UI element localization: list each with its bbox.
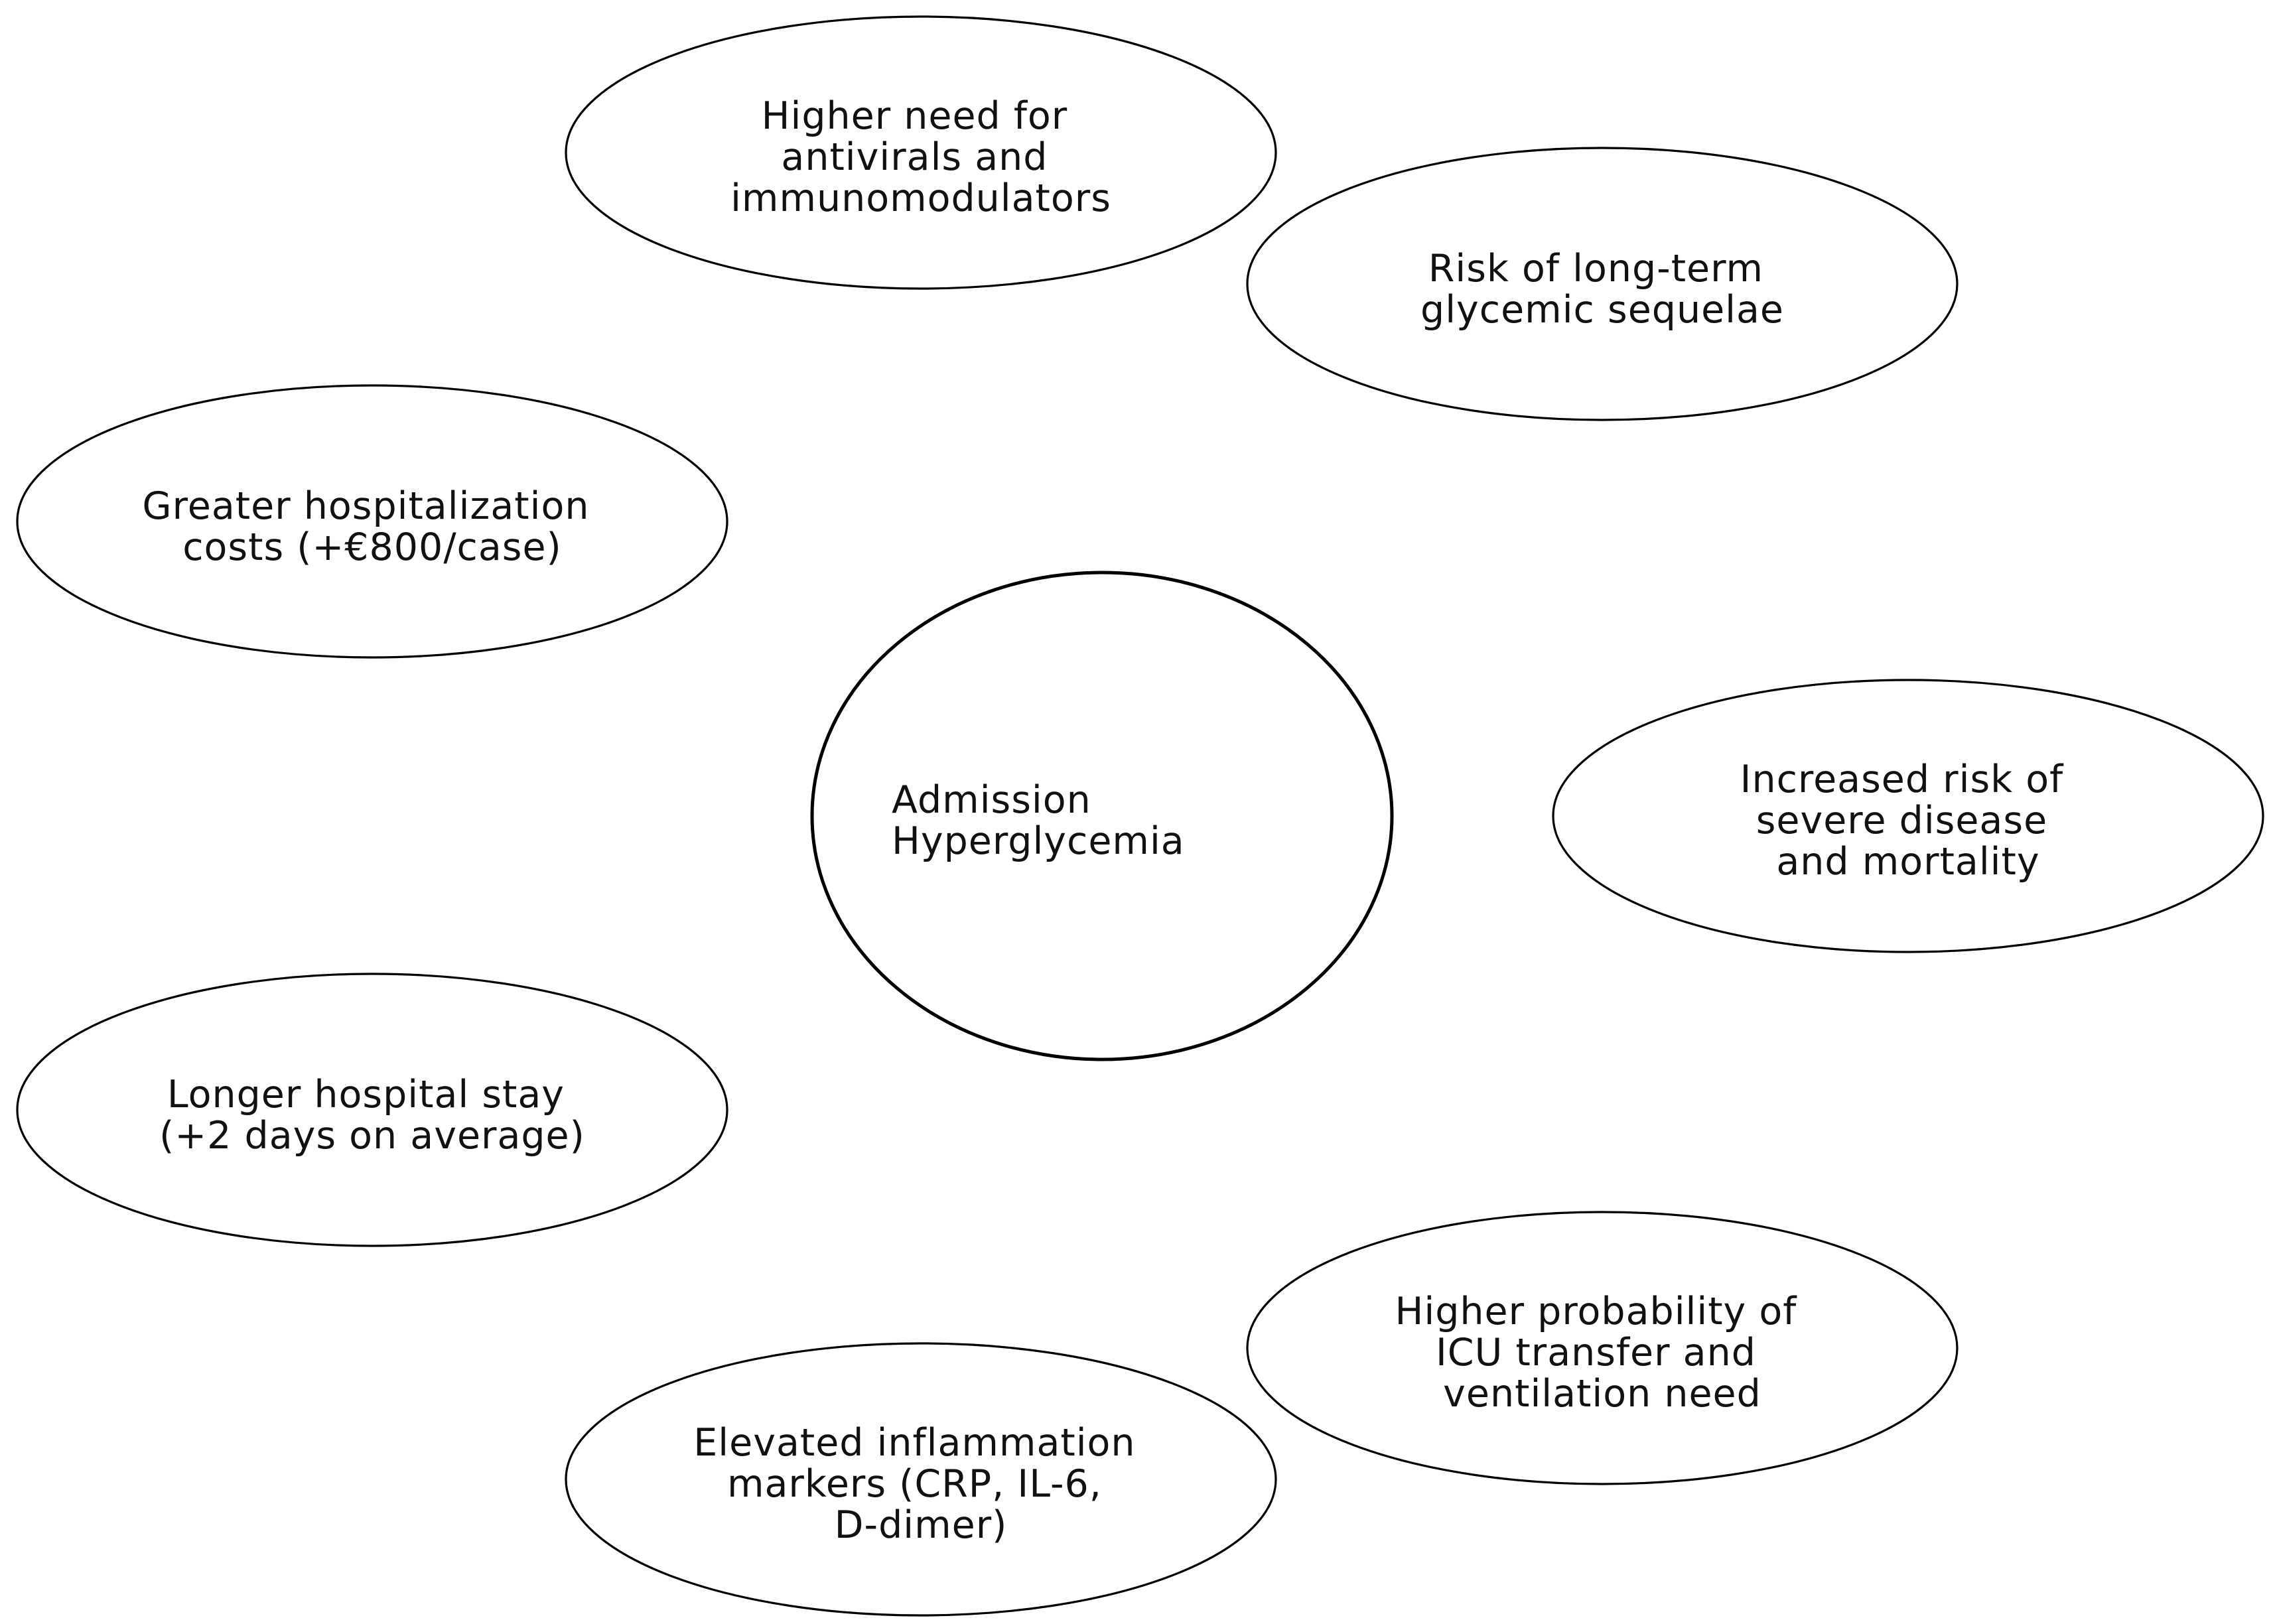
node-label-line: Greater hospitalization [142,484,589,528]
node-label: Higher probability of ICU transfer and v… [1395,1290,1810,1416]
node-label-line: Risk of long-term [1428,247,1763,291]
node-label: Higher need for antivirals and immunomod… [730,94,1111,220]
center-label-line: Hyperglycemia [892,819,1185,863]
node-label-line: Higher probability of [1395,1290,1798,1333]
node-label: Elevated inflammation markers (CRP, IL-6… [693,1421,1148,1547]
node-inflammation-markers: Elevated inflammation markers (CRP, IL-6… [565,1342,1277,1617]
node-ellipse [1246,147,1959,421]
node-label: Longer hospital stay (+2 days on average… [159,1073,585,1158]
node-label: Greater hospitalization costs (+€800/cas… [142,484,602,569]
node-label-line: ventilation need [1443,1372,1761,1416]
node-label-line: immunomodulators [730,176,1111,220]
node-label-line: (+2 days on average) [159,1114,585,1158]
node-ellipse [1246,1211,1959,1485]
node-ellipse [565,1342,1277,1617]
node-label-line: Increased risk of [1740,758,2064,801]
node-hospital-stay: Longer hospital stay (+2 days on average… [16,973,728,1247]
node-icu-transfer: Higher probability of ICU transfer and v… [1246,1211,1959,1485]
node-hospitalization-costs: Greater hospitalization costs (+€800/cas… [16,384,728,659]
node-ellipse [16,384,728,659]
center-label: Admission Hyperglycemia [892,778,1185,863]
node-label-line: costs (+€800/case) [182,525,562,569]
center-node: Admission Hyperglycemia [810,571,1394,1061]
node-label-line: ICU transfer and [1436,1331,1756,1375]
node-label-line: glycemic sequelae [1420,288,1784,332]
node-glycemic-sequelae: Risk of long-term glycemic sequelae [1246,147,1959,421]
node-label-line: Higher need for [762,94,1068,138]
node-label-line: Longer hospital stay [167,1073,565,1116]
node-label-line: D-dimer) [835,1503,1008,1547]
node-label-line: antivirals and [781,135,1048,179]
center-label-line: Admission [892,778,1091,822]
node-antivirals: Higher need for antivirals and immunomod… [565,15,1277,290]
node-label-line: Elevated inflammation [693,1421,1135,1465]
node-label: Increased risk of severe disease and mor… [1740,758,2077,884]
center-circle [810,571,1394,1061]
node-label-line: markers (CRP, IL-6, [727,1462,1102,1506]
node-label-line: severe disease [1756,799,2047,843]
node-label: Risk of long-term glycemic sequelae [1420,247,1784,332]
node-ellipse [565,15,1277,290]
node-ellipse [1552,679,2264,953]
node-label-line: and mortality [1776,840,2039,884]
node-severe-disease: Increased risk of severe disease and mor… [1552,679,2264,953]
node-ellipse [16,973,728,1247]
